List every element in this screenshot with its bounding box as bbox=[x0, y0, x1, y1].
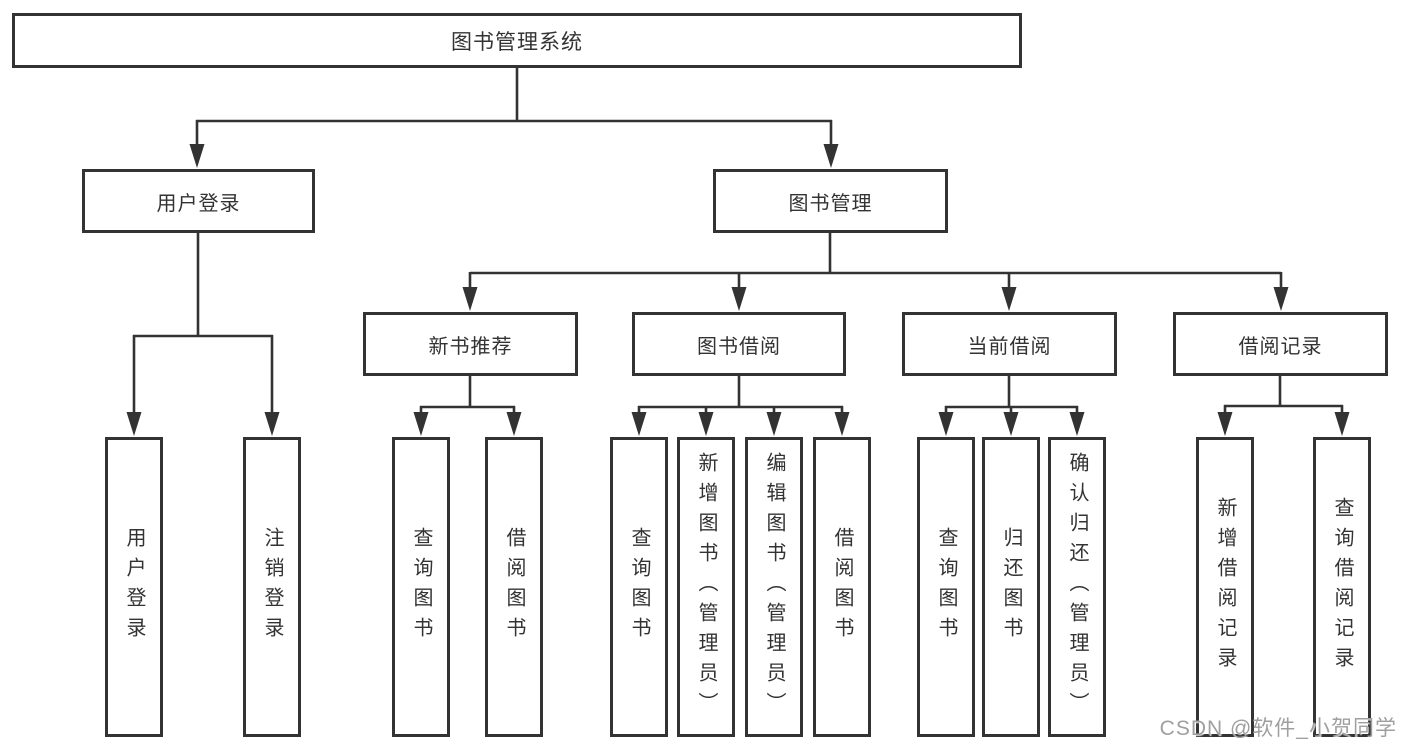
node-new-book-recommendation: 新书推荐 bbox=[363, 312, 578, 376]
node-library-management-system: 图书管理系统 bbox=[12, 13, 1022, 68]
node-borrowing-records: 借阅记录 bbox=[1173, 312, 1388, 376]
leaf-borrow-books-borrowing: 借阅图书 bbox=[813, 437, 871, 737]
leaf-confirm-return-admin: 确认归还（管理员） bbox=[1048, 437, 1106, 737]
node-book-borrowing: 图书借阅 bbox=[632, 312, 846, 376]
leaf-logout: 注销登录 bbox=[243, 437, 301, 737]
leaf-edit-book-admin: 编辑图书（管理员） bbox=[745, 437, 803, 737]
leaf-query-borrow-record: 查询借阅记录 bbox=[1313, 437, 1371, 737]
node-user-login: 用户登录 bbox=[82, 169, 315, 233]
leaf-borrow-books-recommend: 借阅图书 bbox=[485, 437, 543, 737]
leaf-add-book-admin: 新增图书（管理员） bbox=[677, 437, 735, 737]
leaf-query-books-recommend: 查询图书 bbox=[392, 437, 450, 737]
leaf-query-books-borrowing: 查询图书 bbox=[610, 437, 668, 737]
leaf-query-books-current: 查询图书 bbox=[917, 437, 975, 737]
csdn-watermark: CSDN @软件_小贺同学 bbox=[1159, 717, 1397, 740]
node-current-borrowing: 当前借阅 bbox=[902, 312, 1117, 376]
leaf-return-books: 归还图书 bbox=[982, 437, 1040, 737]
leaf-add-borrow-record: 新增借阅记录 bbox=[1196, 437, 1254, 737]
leaf-user-login: 用户登录 bbox=[105, 437, 163, 737]
node-book-management: 图书管理 bbox=[713, 169, 948, 233]
